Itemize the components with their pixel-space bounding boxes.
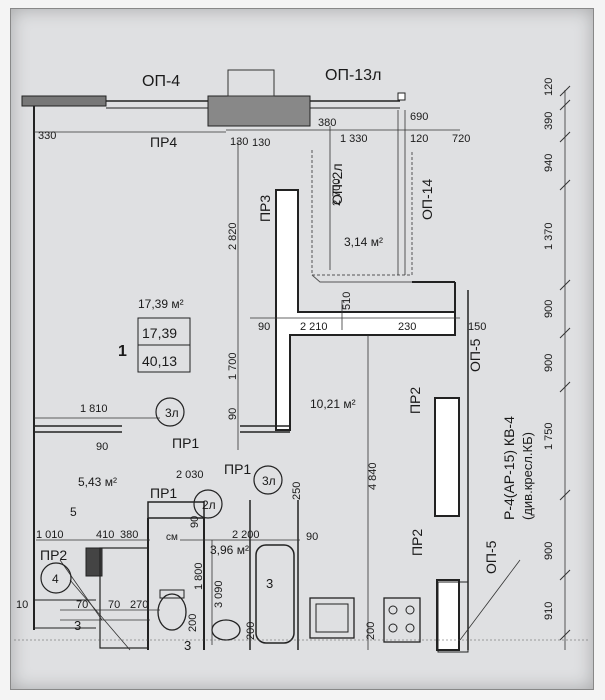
dim-right-910: 910 [543,602,555,620]
label-pr4: ПР4 [150,134,177,150]
dim-top-130-a: 130 [230,136,248,148]
dim-90-d: 90 [189,516,201,528]
dim-right-940: 940 [543,154,555,172]
circle-markers [40,397,283,594]
bath-area-label: 3,96 м² [210,543,249,557]
bath-label: см [166,532,178,543]
dim-top-720: 720 [452,133,470,145]
dim-2820: 2 820 [227,222,239,250]
dim-270: 270 [130,599,148,611]
marker-4: 4 [52,572,59,586]
label-pr1-c: ПР1 [150,485,177,501]
label-op14: ОП-14 [419,179,435,220]
dim-250: 250 [291,482,303,500]
dim-230: 230 [398,321,416,333]
dim-top-120: 120 [410,133,428,145]
pr2-panel-lower [436,579,460,651]
dim-right-120: 120 [543,78,555,96]
dim-top-1330: 1 330 [340,133,368,145]
dim-2700: 2 700 [331,178,343,206]
label-pr1-a: ПР1 [172,435,199,451]
dim-200-a: 200 [187,614,199,632]
label-op13l: ОП-13л [325,67,381,84]
dim-right-900-a: 900 [543,300,555,318]
label-pr2-right-lower: ПР2 [409,529,425,556]
label-pr2-right-upper: ПР2 [407,387,423,414]
walls [21,69,469,653]
dim-right-900-b: 900 [543,354,555,372]
dim-10: 10 [16,599,28,611]
dim-right-390: 390 [543,112,555,130]
room1-box-top: 17,39 [142,325,177,341]
label-op5-lower: ОП-5 [483,540,499,574]
kitchen-sink [309,597,355,639]
dim-2200: 2 200 [232,529,260,541]
vent-shaft [227,69,275,97]
room1-area-label: 17,39 м² [138,297,184,311]
washbasin [211,619,241,641]
dim-right-1750: 1 750 [543,422,555,450]
label-pr3: ПР3 [257,195,273,222]
dim-380: 380 [120,529,138,541]
dim-70-a: 70 [76,599,88,611]
marker-3-c: 3 [184,638,191,653]
dim-90-c: 90 [227,408,239,420]
dim-right-1370: 1 370 [543,222,555,250]
label-pr2-left: ПР2 [40,547,67,563]
dim-410: 410 [96,529,114,541]
wall-top-column [207,95,311,127]
stove [383,597,421,643]
dim-top-330: 330 [38,130,56,142]
dim-2210: 2 210 [300,321,328,333]
bathtub [255,544,295,644]
corridor-area-label: 5,43 м² [78,475,117,489]
dim-top-690: 690 [410,111,428,123]
dim-4840: 4 840 [367,462,379,490]
label-pr1-b: ПР1 [224,461,251,477]
marker-3l-a: 3л [165,406,179,420]
pr2-panel-upper [434,397,460,517]
toilet [157,593,187,631]
dim-1700: 1 700 [227,352,239,380]
hall-area-label: 10,21 м² [310,397,356,411]
dim-510: 510 [341,292,353,310]
dim-1010: 1 010 [36,529,64,541]
marker-5: 5 [70,505,77,519]
dim-200-c: 200 [365,622,377,640]
dim-1800: 1 800 [193,562,205,590]
wall-top-left [21,95,107,107]
marker-2l: 2л [202,498,216,512]
dim-1810: 1 810 [80,403,108,415]
marker-3-b: 3 [74,618,81,633]
marker-3-a: 3 [266,576,273,591]
room1-box-bottom: 40,13 [142,353,177,369]
dim-90-b: 90 [96,441,108,453]
dim-2030: 2 030 [176,469,204,481]
marker-3l-b: 3л [262,474,276,488]
side-note-line1: Р-4(АР-15) КВ-4 [501,416,517,520]
label-op4: ОП-4 [142,73,180,90]
dimension-lines [14,90,590,651]
dim-90-a: 90 [258,321,270,333]
dim-3090: 3 090 [213,580,225,608]
dim-70-b: 70 [108,599,120,611]
right-axis-ticks [559,85,571,641]
dim-top-130-b: 130 [252,137,270,149]
dim-200-b: 200 [245,622,257,640]
label-op2l: ОП-2л [329,163,345,205]
room1-number: 1 [118,343,127,360]
side-note-line2: (див.кресл.КБ) [520,432,535,520]
label-op5-upper: ОП-5 [467,338,483,372]
dim-right-900-c: 900 [543,542,555,560]
dim-150: 150 [468,321,486,333]
dim-90-e: 90 [306,531,318,543]
dim-top-380: 380 [318,117,336,129]
storage-area-label: 3,14 м² [344,235,383,249]
